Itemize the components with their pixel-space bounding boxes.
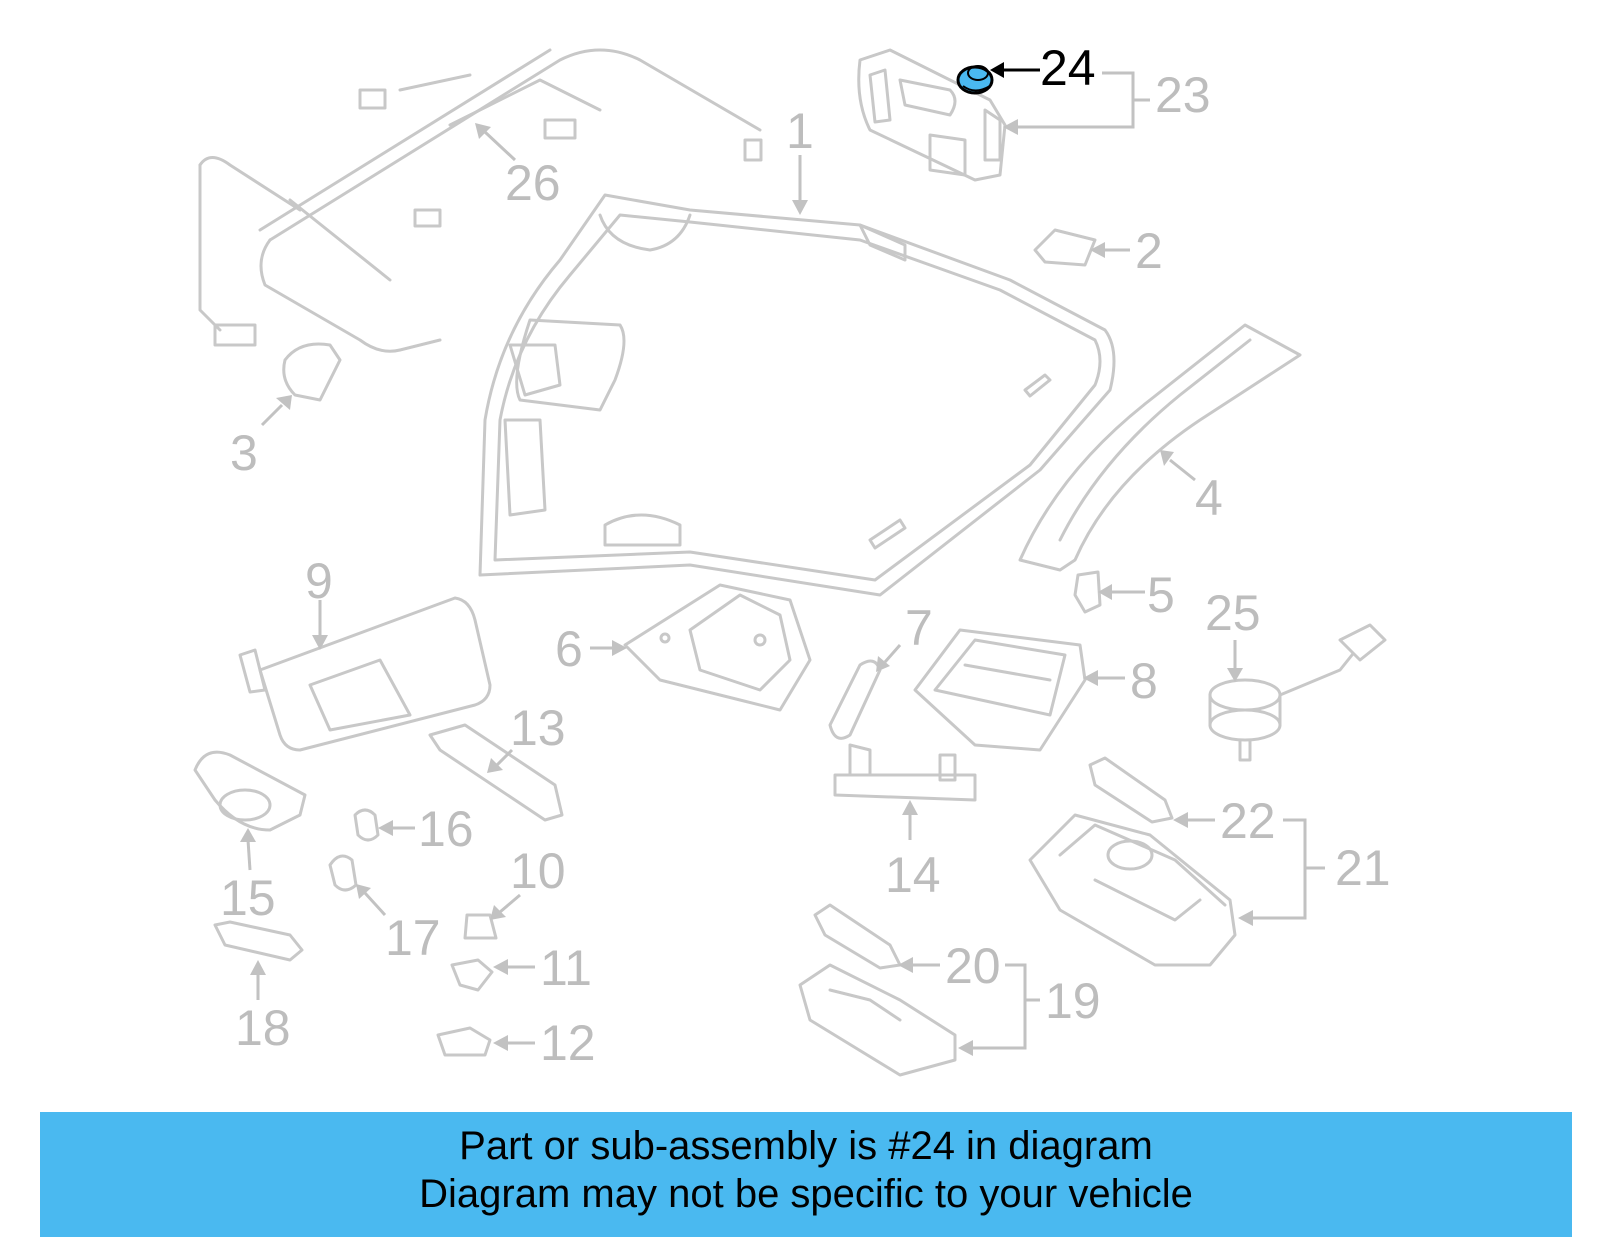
callout-11: 11 bbox=[540, 940, 592, 996]
callout-5: 5 bbox=[1147, 567, 1175, 623]
part-11 bbox=[450, 958, 494, 992]
callout-15: 15 bbox=[220, 870, 276, 926]
part-18-handle bbox=[213, 920, 304, 962]
part-17-clip bbox=[328, 854, 358, 892]
callout-21: 21 bbox=[1335, 840, 1391, 896]
part-21-dome-lamp bbox=[1028, 813, 1237, 967]
callout-10: 10 bbox=[510, 843, 566, 899]
part-9-sun-visor bbox=[238, 596, 492, 752]
part-4-pillar-trim bbox=[1018, 323, 1302, 572]
callout-18: 18 bbox=[235, 1000, 291, 1056]
part-13-grab-handle bbox=[428, 723, 564, 822]
part-10 bbox=[463, 913, 498, 940]
leader-lines bbox=[240, 62, 1325, 1056]
part-25-sensor bbox=[1208, 623, 1387, 762]
parts-diagram: 1 2 3 4 5 6 7 8 9 10 11 12 13 14 15 16 1… bbox=[193, 40, 1391, 1077]
callout-labels: 1 2 3 4 5 6 7 8 9 10 11 12 13 14 15 16 1… bbox=[220, 40, 1391, 1071]
callout-1: 1 bbox=[786, 103, 814, 159]
part-8-tray bbox=[913, 628, 1087, 752]
part-5 bbox=[1073, 570, 1102, 614]
callout-9: 9 bbox=[305, 553, 333, 609]
part-7-seal bbox=[828, 659, 882, 740]
part-15 bbox=[193, 750, 307, 832]
callout-13: 13 bbox=[510, 700, 566, 756]
part-23-lamp-housing bbox=[857, 48, 1007, 182]
callout-24: 24 bbox=[1040, 40, 1096, 96]
callout-20: 20 bbox=[945, 938, 1001, 994]
callout-23: 23 bbox=[1155, 67, 1211, 123]
banner-line-1: Part or sub-assembly is #24 in diagram bbox=[459, 1124, 1153, 1168]
callout-6: 6 bbox=[555, 621, 583, 677]
part-26-wiring-harness bbox=[198, 48, 763, 353]
callout-25: 25 bbox=[1205, 585, 1261, 641]
callout-8: 8 bbox=[1130, 653, 1158, 709]
callout-4: 4 bbox=[1195, 470, 1223, 526]
part-14-bracket bbox=[833, 743, 977, 802]
callout-14: 14 bbox=[885, 847, 941, 903]
info-banner: Part or sub-assembly is #24 in diagram D… bbox=[40, 1112, 1572, 1237]
part-16-clip bbox=[353, 808, 380, 842]
callout-19: 19 bbox=[1045, 973, 1101, 1029]
callout-26: 26 bbox=[505, 155, 561, 211]
callout-2: 2 bbox=[1135, 223, 1163, 279]
part-22-bulb bbox=[1088, 756, 1174, 824]
part-19-lamp bbox=[798, 963, 957, 1077]
part-1-headliner bbox=[478, 193, 1116, 597]
part-2 bbox=[1033, 228, 1097, 267]
callout-7: 7 bbox=[905, 600, 933, 656]
part-24-highlighted-clip bbox=[956, 65, 994, 95]
callout-16: 16 bbox=[418, 801, 474, 857]
part-6-console bbox=[623, 583, 812, 712]
part-3 bbox=[282, 342, 342, 402]
callout-3: 3 bbox=[230, 425, 258, 481]
banner-line-2: Diagram may not be specific to your vehi… bbox=[419, 1172, 1193, 1216]
callout-12: 12 bbox=[540, 1015, 596, 1071]
part-20-bulb bbox=[813, 903, 902, 970]
callout-22: 22 bbox=[1220, 793, 1276, 849]
callout-17: 17 bbox=[385, 910, 441, 966]
part-12 bbox=[436, 1026, 492, 1057]
